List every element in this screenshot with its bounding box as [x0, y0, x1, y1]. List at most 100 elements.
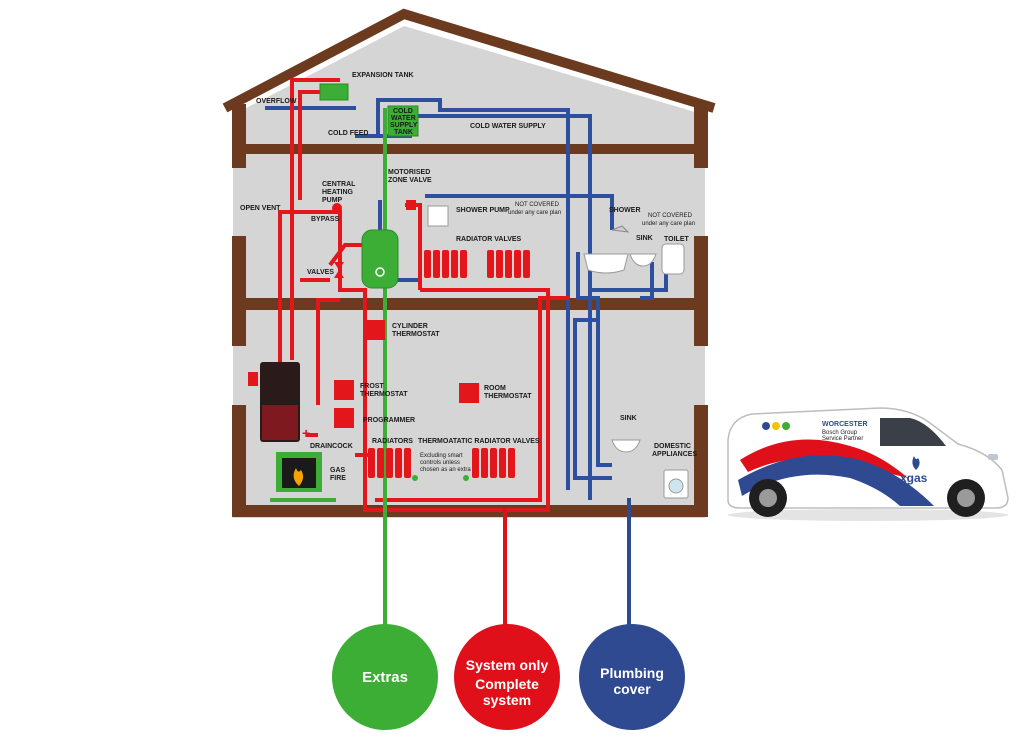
label-radiator-valves: RADIATOR VALVES: [456, 236, 522, 243]
label-pump-1: CENTRAL: [322, 181, 356, 188]
legend-system: System only Complete system: [454, 624, 560, 730]
label-toilet: TOILET: [664, 236, 689, 243]
label-zone-valve-1: MOTORISED: [388, 169, 430, 176]
label-frost-thermostat-1: FROST: [360, 383, 384, 390]
label-shower: SHOWER: [609, 207, 641, 214]
van-badge-1: [762, 422, 770, 430]
left-wall-top: [232, 104, 246, 168]
radiator-upper-right: [487, 250, 530, 278]
boiler-glow: [262, 405, 298, 440]
right-wall-mid: [694, 236, 708, 346]
system-circle: [454, 624, 560, 730]
label-zone-valve-2: ZONE VALVE: [388, 177, 432, 184]
complete-label-1: Complete: [475, 676, 539, 692]
label-room-thermostat-1: ROOM: [484, 385, 506, 392]
xgas-flame-icon: [912, 456, 920, 470]
plumbing-label-2: cover: [613, 681, 651, 697]
van-hub-rear: [759, 489, 777, 507]
label-draincock: DRAINCOCK: [310, 443, 353, 450]
motorised-zone-valve: [406, 200, 416, 210]
label-domestic-appliances-1: DOMESTIC: [654, 443, 691, 450]
cold-water-pipes: [265, 98, 668, 500]
van-shadow: [728, 509, 1008, 521]
shower-icon: [611, 225, 630, 233]
van-badge-2: [772, 422, 780, 430]
extras-circle: [332, 624, 438, 730]
label-radiators: RADIATORS: [372, 438, 413, 445]
label-trv: THERMOATATIC RADIATOR VALVES: [418, 438, 540, 445]
label-sink-upper: SINK: [636, 235, 653, 242]
sink-upper-icon: [629, 253, 657, 267]
label-shower-pump-note-1: NOT COVERED: [515, 202, 560, 208]
label-expansion-tank: EXPANSION TANK: [352, 72, 414, 79]
label-smart-note-2: controls unless: [420, 460, 460, 466]
xgas-van: WORCESTER Bosch Group Service Partner xg…: [727, 407, 1009, 521]
label-gas-fire-1: GAS: [330, 467, 346, 474]
trv-right: [463, 475, 469, 481]
toilet-icon: [661, 243, 685, 275]
van-headlight: [988, 454, 998, 460]
van-hub-front: [957, 489, 975, 507]
label-shower-note-2: under any care plan: [642, 221, 695, 227]
right-wall-top: [694, 104, 708, 168]
legend-extras: Extras: [332, 624, 438, 730]
bath-icon: [583, 253, 629, 274]
programmer: [334, 408, 354, 428]
van-brand: WORCESTER: [822, 421, 868, 428]
draincock-symbol: +: [302, 425, 310, 441]
system-only-label: System only: [466, 657, 549, 673]
label-domestic-appliances-2: APPLIANCES: [652, 451, 697, 458]
label-cold-water-supply: COLD WATER SUPPLY: [470, 123, 546, 130]
label-tank-1: COLD: [393, 108, 413, 115]
trv-left: [412, 475, 418, 481]
valves: [334, 262, 344, 278]
label-tank-3: SUPPLY: [390, 122, 418, 129]
van-partner-2: Service Partner: [822, 436, 863, 442]
label-pump-3: PUMP: [322, 197, 343, 204]
label-overflow: OVERFLOW: [256, 98, 297, 105]
shower-pump: [427, 205, 449, 227]
label-cylinder-thermostat-1: CYLINDER: [392, 323, 428, 330]
central-heating-pump: [332, 203, 342, 213]
plumbing-label-1: Plumbing: [600, 665, 664, 681]
label-shower-pump: SHOWER PUMP: [456, 207, 510, 214]
loft-floor: [232, 144, 708, 154]
hot-water-cylinder: [361, 229, 399, 289]
label-valves: VALVES: [307, 269, 334, 276]
first-floor: [232, 298, 708, 310]
sink-lower-icon: [611, 439, 641, 453]
fire-flame-icon: [293, 468, 304, 486]
label-tank-2: WATER: [391, 115, 416, 122]
van-partner-1: Bosch Group: [822, 430, 858, 436]
right-wall-low: [694, 405, 708, 516]
radiator-lower-left: [368, 448, 411, 478]
cylinder-thermostat: [367, 320, 385, 340]
boiler-thermostat: [248, 372, 258, 386]
legend-plumbing: Plumbing cover: [579, 624, 685, 730]
label-bypass: BYPASS: [311, 216, 340, 223]
label-shower-note-1: NOT COVERED: [648, 213, 693, 219]
label-sink-lower: SINK: [620, 415, 637, 422]
extras-label: Extras: [362, 669, 408, 686]
frost-thermostat: [334, 380, 354, 400]
van-window: [880, 418, 946, 446]
roof: [222, 8, 716, 113]
label-tank-4: TANK: [394, 129, 413, 136]
radiator-lower-right: [472, 448, 515, 478]
label-programmer: PROGRAMMER: [363, 417, 415, 424]
label-frost-thermostat-2: THERMOSTAT: [360, 391, 408, 398]
radiator-upper-left: [424, 250, 467, 278]
label-shower-pump-note-2: under any care plan: [508, 210, 561, 216]
van-swoosh-blue: [738, 455, 934, 506]
cylinder-gauge: [375, 267, 385, 277]
van-badge-3: [782, 422, 790, 430]
left-wall-mid: [232, 236, 246, 346]
cold-water-supply-tank: [387, 105, 419, 137]
diagram-labels: EXPANSION TANK OVERFLOW COLD WATER SUPPL…: [240, 72, 697, 482]
label-smart-note-1: Excluding smart: [420, 453, 463, 459]
label-cylinder-thermostat-2: THERMOSTAT: [392, 331, 440, 338]
complete-label-2: system: [483, 692, 531, 708]
plumbing-circle: [579, 624, 685, 730]
label-gas-fire-2: FIRE: [330, 475, 346, 482]
